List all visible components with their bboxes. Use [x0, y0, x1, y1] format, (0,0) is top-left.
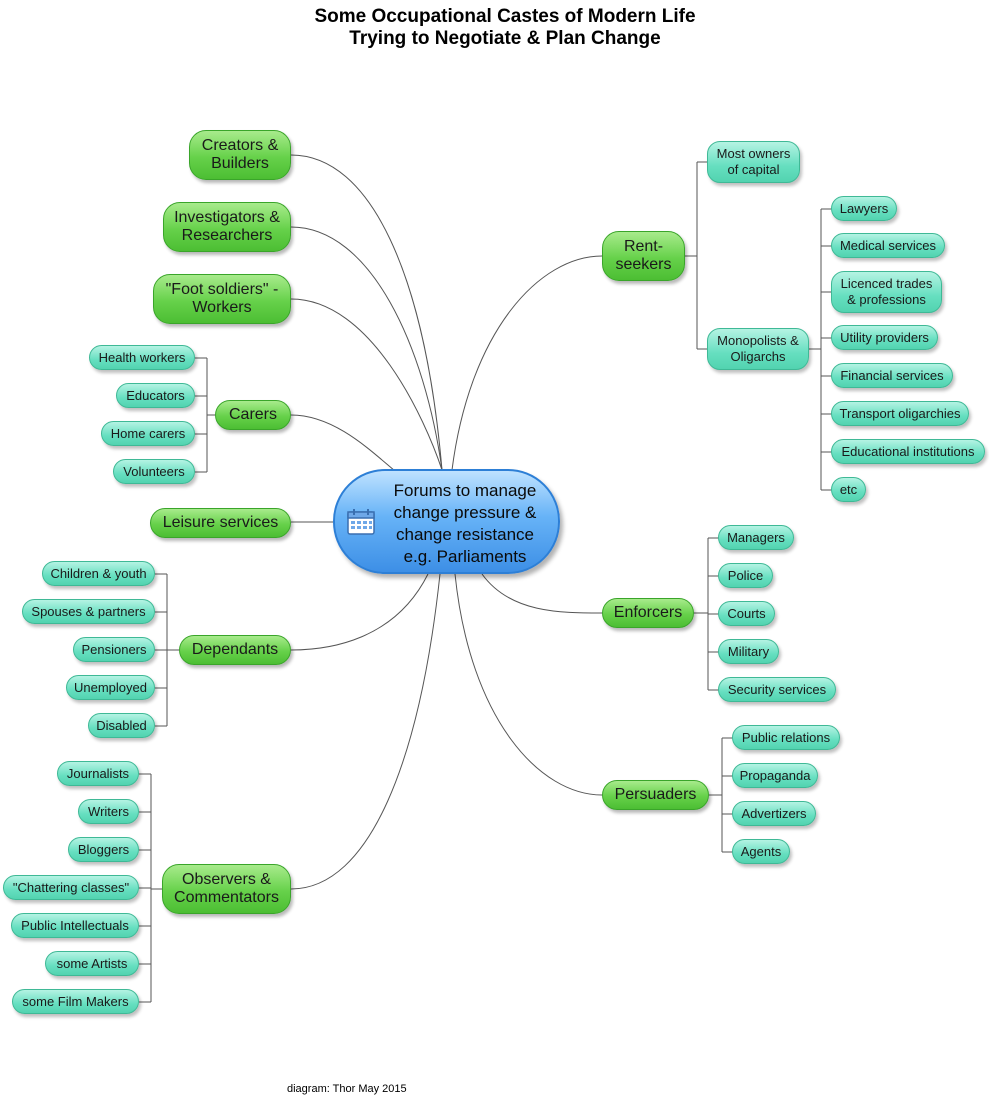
link-enforcers: [481, 573, 603, 614]
leaf-health-workers[interactable]: Health workers: [89, 345, 195, 370]
leaf-managers[interactable]: Managers: [718, 525, 794, 550]
leaf-chattering-classes[interactable]: "Chattering classes": [3, 875, 139, 900]
branch-persuaders[interactable]: Persuaders: [602, 780, 709, 810]
leaf-some-artists[interactable]: some Artists: [45, 951, 139, 976]
link-creators: [290, 154, 443, 471]
central-line-4: e.g. Parliaments: [403, 547, 527, 566]
leaf-security-services[interactable]: Security services: [718, 677, 836, 702]
leaf-military[interactable]: Military: [718, 639, 779, 664]
central-line-3: change resistance: [396, 525, 534, 544]
branch-investigators[interactable]: Investigators & Researchers: [163, 202, 291, 252]
leaf-agents[interactable]: Agents: [732, 839, 790, 864]
leaf-home-carers[interactable]: Home carers: [101, 421, 195, 446]
leaf-financial-services[interactable]: Financial services: [831, 363, 953, 388]
leaf-volunteers[interactable]: Volunteers: [113, 459, 195, 484]
link-observers: [290, 573, 441, 890]
leaf-utility-providers[interactable]: Utility providers: [831, 325, 938, 350]
calendar-icon: [347, 509, 375, 535]
leaf-police[interactable]: Police: [718, 563, 773, 588]
central-line-1: Forums to manage: [393, 481, 537, 500]
title-line-1: Some Occupational Castes of Modern Life: [314, 6, 696, 27]
leaf-bloggers[interactable]: Bloggers: [68, 837, 139, 862]
leaf-propaganda[interactable]: Propaganda: [732, 763, 818, 788]
leaf-licenced-trades[interactable]: Licenced trades & professions: [831, 271, 942, 313]
leaf-lawyers[interactable]: Lawyers: [831, 196, 897, 221]
leaf-disabled[interactable]: Disabled: [88, 713, 155, 738]
leaf-most-owners-capital[interactable]: Most owners of capital: [707, 141, 800, 183]
leaf-etc[interactable]: etc: [831, 477, 866, 502]
central-topic[interactable]: Forums to manage change pressure & chang…: [333, 469, 560, 574]
branch-dependants[interactable]: Dependants: [179, 635, 291, 665]
branch-creators[interactable]: Creators & Builders: [189, 130, 291, 180]
branch-rent-seekers[interactable]: Rent- seekers: [602, 231, 685, 281]
leaf-journalists[interactable]: Journalists: [57, 761, 139, 786]
leaf-advertizers[interactable]: Advertizers: [732, 801, 816, 826]
link-persuaders: [454, 573, 603, 796]
leaf-educational-institutions[interactable]: Educational institutions: [831, 439, 985, 464]
leaf-monopolists-oligarchs[interactable]: Monopolists & Oligarchs: [707, 328, 809, 370]
leaf-medical-services[interactable]: Medical services: [831, 233, 945, 258]
branch-leisure[interactable]: Leisure services: [150, 508, 291, 538]
title-line-2: Trying to Negotiate & Plan Change: [349, 28, 661, 49]
leaf-transport-oligarchies[interactable]: Transport oligarchies: [831, 401, 969, 426]
link-investigators: [290, 226, 443, 471]
page-title: Some Occupational Castes of Modern Life …: [0, 6, 989, 50]
leaf-some-film-makers[interactable]: some Film Makers: [12, 989, 139, 1014]
leaf-children-youth[interactable]: Children & youth: [42, 561, 155, 586]
link-dependants: [290, 573, 429, 651]
leaf-unemployed[interactable]: Unemployed: [66, 675, 155, 700]
branch-observers[interactable]: Observers & Commentators: [162, 864, 291, 914]
branch-enforcers[interactable]: Enforcers: [602, 598, 694, 628]
central-topic-text: Forums to manage change pressure & chang…: [375, 480, 555, 568]
link-foot-soldiers: [290, 298, 443, 471]
central-line-2: change pressure &: [393, 503, 537, 522]
leaf-courts[interactable]: Courts: [718, 601, 775, 626]
branch-foot-soldiers[interactable]: "Foot soldiers" - Workers: [153, 274, 291, 324]
leaf-spouses-partners[interactable]: Spouses & partners: [22, 599, 155, 624]
branch-carers[interactable]: Carers: [215, 400, 291, 430]
link-rent-seekers: [451, 255, 603, 471]
credit-text: diagram: Thor May 2015: [287, 1083, 407, 1095]
leaf-writers[interactable]: Writers: [78, 799, 139, 824]
leaf-public-relations[interactable]: Public relations: [732, 725, 840, 750]
leaf-educators[interactable]: Educators: [116, 383, 195, 408]
leaf-pensioners[interactable]: Pensioners: [73, 637, 155, 662]
leaf-public-intellectuals[interactable]: Public Intellectuals: [11, 913, 139, 938]
